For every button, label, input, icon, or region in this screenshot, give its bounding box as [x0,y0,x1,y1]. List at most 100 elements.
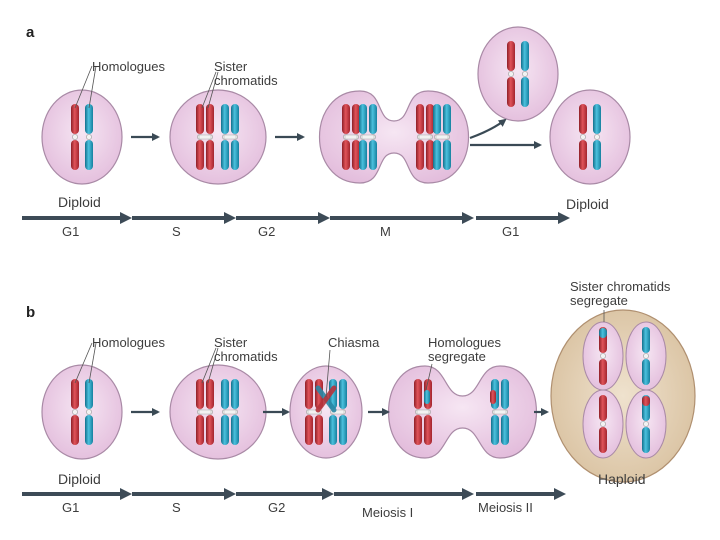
arrows-layer [22,65,605,500]
homologues-label-b: Homologues [92,335,165,350]
cell-b5-haploid-outer [550,309,696,483]
stage-a-g1: G1 [62,224,80,239]
cells-layer [41,26,696,483]
b1-red-lower-arm [71,415,79,445]
cell-b1 [41,364,123,460]
homologues-segregate-label-line2: segregate [428,349,486,364]
stage-a-m: M [380,224,391,239]
a5-blue [593,104,601,170]
a4-red [507,41,515,107]
b2-red-a-lower-arm [196,415,204,445]
a3-blue-left-a-upper-arm [359,104,367,134]
a2-red-a-upper-arm [196,104,204,134]
b3-red-bridge [307,409,321,415]
stage-b-s: S [172,500,181,515]
timeline-a-g1-end-head [558,212,570,224]
b4-blue-b-upper-arm [501,379,509,409]
a4-blue-centromere [522,71,528,77]
cell-a2 [169,89,267,185]
b2-red-a [196,379,204,445]
b4-ptr [425,363,433,391]
a5-red-centromere [580,134,586,140]
a5-blue-centromere [594,134,600,140]
b1-red-centromere [72,409,78,415]
b1-blue-centromere [86,409,92,415]
a2-blue-b [231,104,239,170]
homologues-label-a: Homologues [92,59,165,74]
a3-red-left-b [352,104,360,170]
cell-a5 [549,89,631,185]
b4-red-bridge [416,409,430,415]
b3-blue-b-lower-arm [339,415,347,445]
chiasma-ptr [325,349,331,398]
b2-blue-a-lower-arm [221,415,229,445]
b2-ptr-2 [207,347,219,384]
stage-a-s: S [172,224,181,239]
b2-blue-a-upper-arm [221,379,229,409]
a2-red-bridge [198,134,212,140]
timeline-a-m-head [462,212,474,224]
cell-a1 [41,89,123,185]
panel-b-letter: b [26,304,36,321]
cell-a4-top [477,26,559,122]
stage-b-g2: G2 [268,500,286,515]
sister-chromatids-label-b-line1: Sister [214,335,248,350]
b5-chrom-3-lower-arm [599,427,607,453]
a2-red-b-lower-arm [206,140,214,170]
diploid-label-a-right: Diploid [566,196,609,212]
sister-chromatids-segregate-label-line2: segregate [570,293,628,308]
a2-blue-b-upper-arm [231,104,239,134]
a4-red-centromere [508,71,514,77]
cell-b2 [169,364,267,460]
b1-blue [85,379,93,445]
b4-recombinant-red-segment [490,390,496,404]
a2-red-a-lower-arm [196,140,204,170]
a3-blue-right-b-upper-arm [443,104,451,134]
b2-red-bridge [198,409,212,415]
timeline-a-s-head [224,212,236,224]
a2-blue-bridge [223,134,237,140]
b3-red-b-lower-arm [315,415,323,445]
sister-chromatids-label-a-line1: Sister [214,59,248,74]
a3-blue-left-a-lower-arm [359,140,367,170]
b4-red-a-upper-arm [414,379,422,409]
b5-chrom-2-centromere [643,353,649,359]
a4-blue [521,41,529,107]
b4-red-a-lower-arm [414,415,422,445]
a3-blue-right-a-upper-arm [433,104,441,134]
a2-blue-b-lower-arm [231,140,239,170]
a3-red-right-a-lower-arm [416,140,424,170]
b2-blue-b-upper-arm [231,379,239,409]
a3-red-right-b-upper-arm [426,104,434,134]
a3-blue-left-b-lower-arm [369,140,377,170]
b3-red-a-lower-arm [305,415,313,445]
b1-blue-lower-arm [85,415,93,445]
b1-blue-upper-arm [85,379,93,409]
a3-red-right-b-lower-arm [426,140,434,170]
b2-blue-b-lower-arm [231,415,239,445]
b3-blue-bridge [331,409,345,415]
b5-chrom-2-upper-arm [642,327,650,353]
b4-blue-b-lower-arm [501,415,509,445]
b1-red [71,379,79,445]
a3-red-left-a-lower-arm [342,140,350,170]
a2-blue-a-upper-arm [221,104,229,134]
timeline-a-g1-head [120,212,132,224]
b3-blue-b-upper-arm [339,379,347,409]
homologues-segregate-label-line1: Homologues [428,335,501,350]
a1-blue-upper-arm [85,104,93,134]
a3-red-left-bridge [344,134,358,140]
b4-blue-a-lower-arm [491,415,499,445]
b5-chrom-1-lower-arm [599,359,607,385]
b5-chrom-4-centromere [643,421,649,427]
b5-chrom-4-lower-arm [642,427,650,453]
b5-chrom-1-centromere [600,353,606,359]
timeline-b-s-head [224,488,236,500]
b5-chrom-2 [642,327,650,385]
a1-red-upper-arm [71,104,79,134]
b5-chrom-1-recombinant [599,328,607,338]
a1-blue-lower-arm [85,140,93,170]
b3-blue-a-lower-arm [329,415,337,445]
cell-b3 [289,365,363,459]
